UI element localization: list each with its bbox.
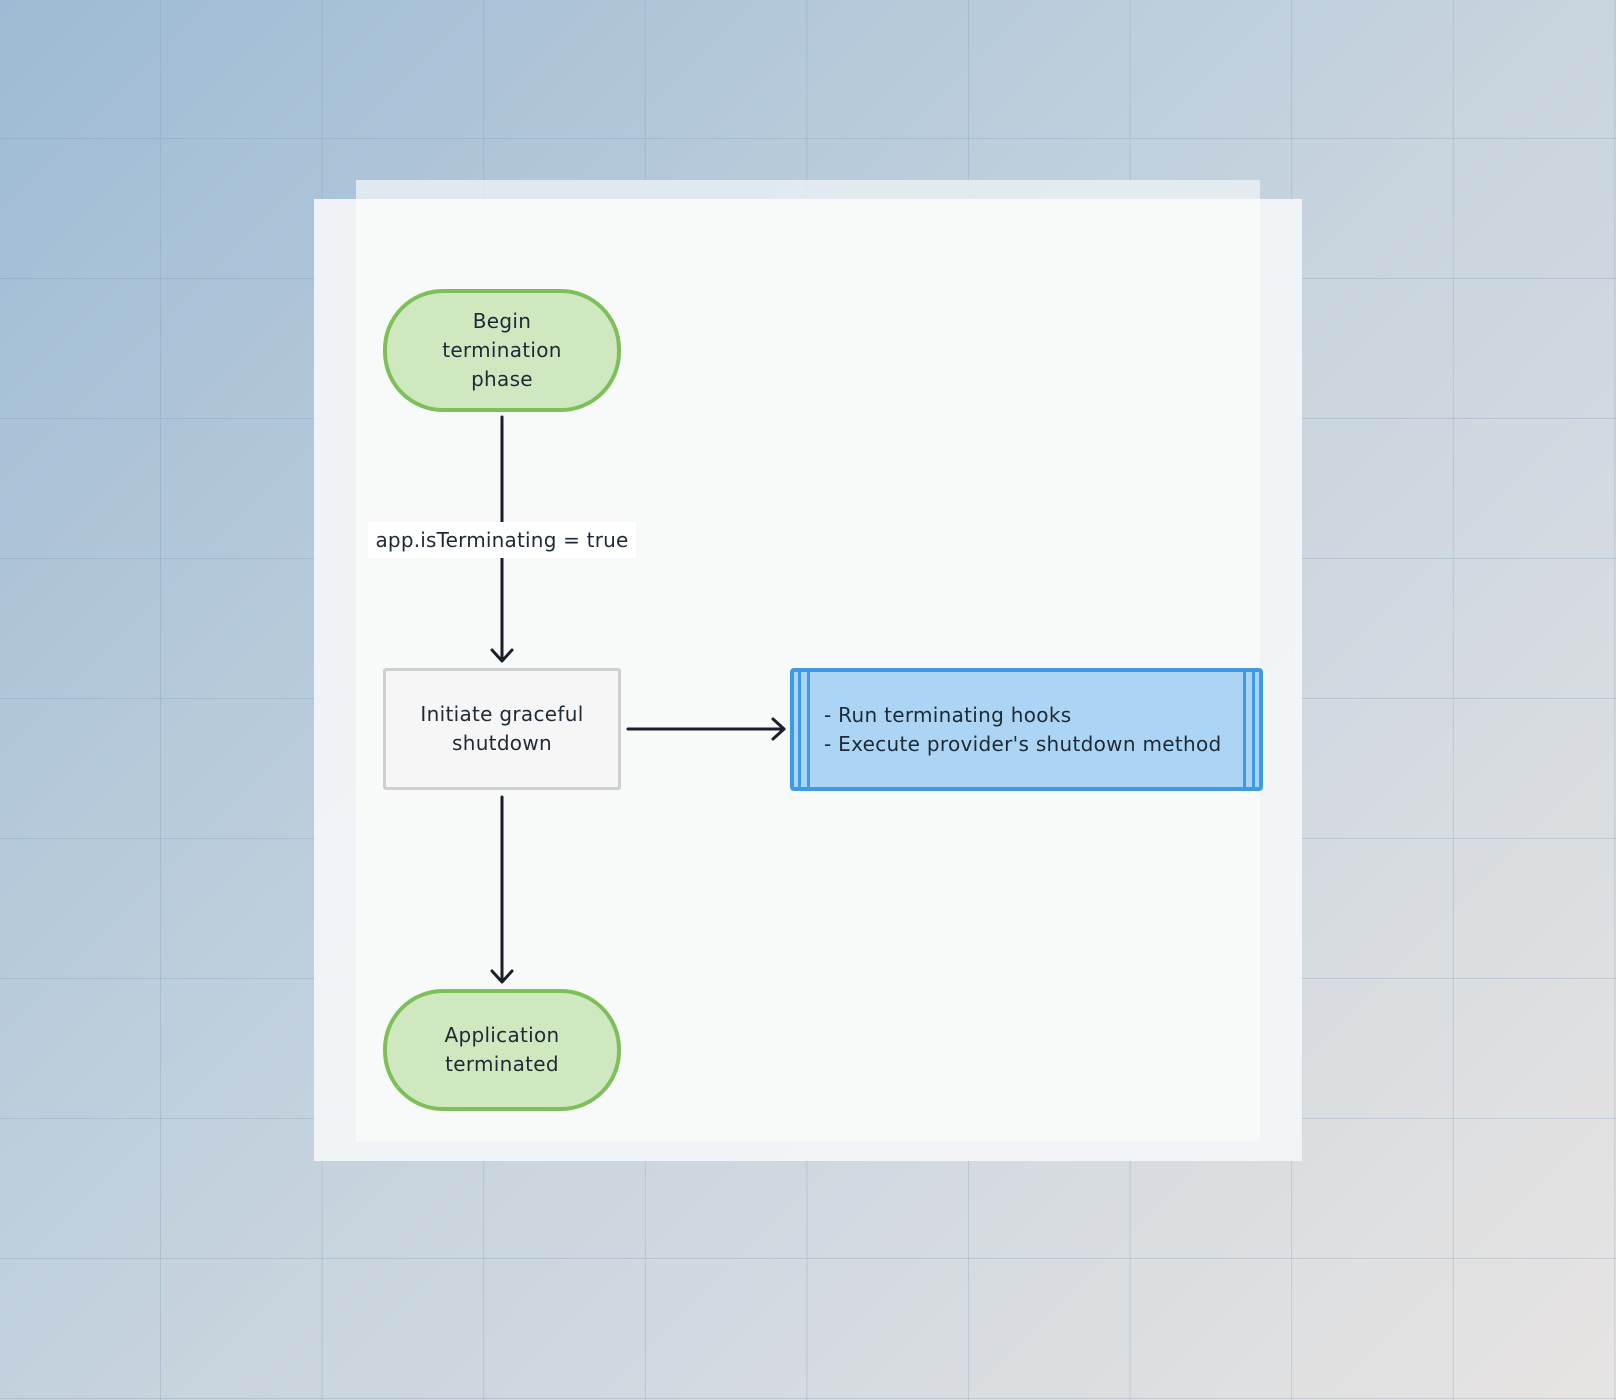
node-initiate-shutdown-text: Initiate graceful shutdown: [420, 700, 583, 758]
node-terminating-hooks[interactable]: - Run terminating hooks - Execute provid…: [790, 668, 1263, 791]
node-begin-termination-text: Begin termination phase: [442, 307, 562, 394]
node-line: shutdown: [452, 731, 552, 755]
node-application-terminated-text: Application terminated: [444, 1021, 559, 1079]
subprocess-right-bar: [1243, 672, 1255, 787]
edge-label-start-to-shutdown: app.isTerminating = true: [368, 522, 636, 558]
node-line: termination: [442, 338, 562, 362]
node-line: - Run terminating hooks: [824, 702, 1072, 727]
edge-label-text: app.isTerminating = true: [375, 528, 629, 552]
node-line: Application: [444, 1023, 560, 1047]
node-line: Initiate graceful: [420, 702, 584, 726]
subprocess-left-bar: [798, 672, 810, 787]
node-begin-termination[interactable]: Begin termination phase: [383, 289, 621, 412]
node-application-terminated[interactable]: Application terminated: [383, 989, 621, 1111]
arrowhead-hooks: [771, 717, 786, 741]
node-line: terminated: [445, 1052, 559, 1076]
arrowhead-shutdown: [490, 648, 514, 663]
node-line: Begin: [472, 309, 532, 333]
node-terminating-hooks-text: - Run terminating hooks - Execute provid…: [794, 701, 1222, 759]
arrowhead-end: [490, 969, 514, 984]
node-line: phase: [471, 367, 533, 391]
node-initiate-shutdown[interactable]: Initiate graceful shutdown: [383, 668, 621, 790]
node-line: - Execute provider's shutdown method: [824, 731, 1222, 756]
